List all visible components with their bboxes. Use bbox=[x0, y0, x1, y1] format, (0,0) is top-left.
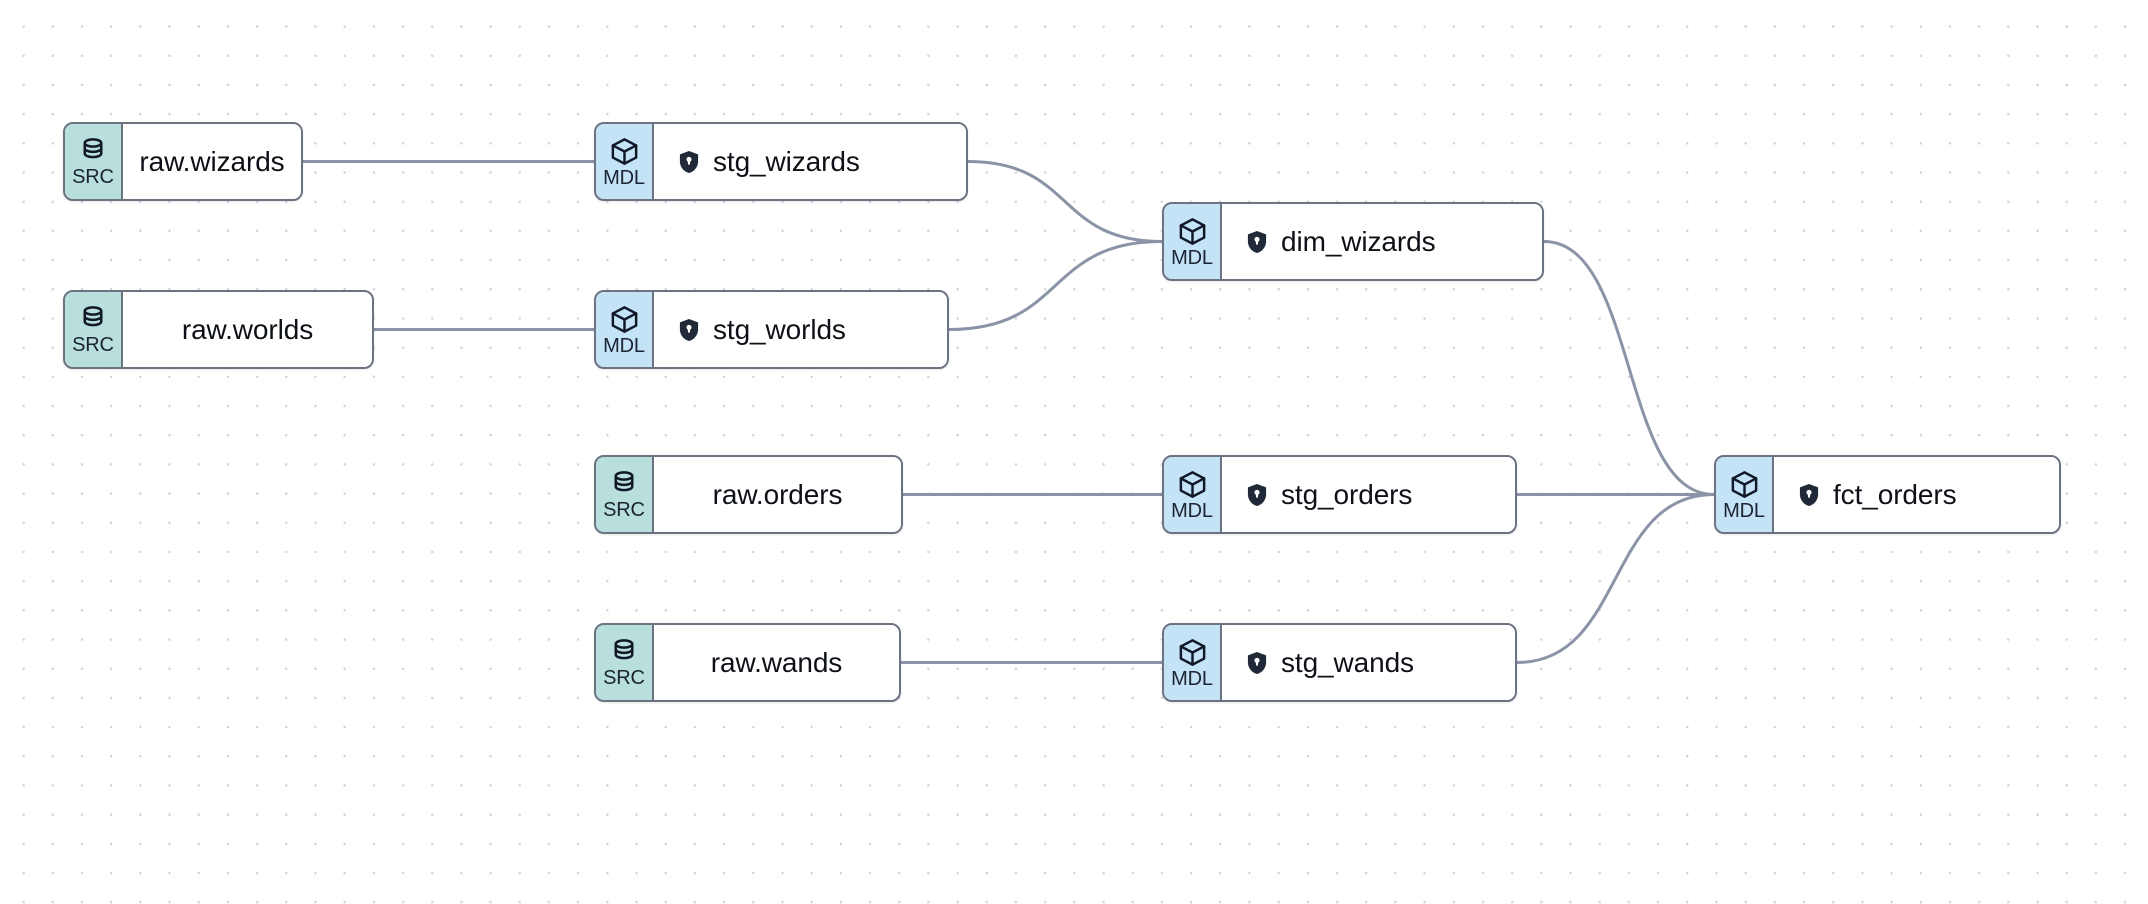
node-label: raw.wizards bbox=[139, 145, 285, 177]
node-type-badge: MDL bbox=[596, 292, 654, 367]
node-label: stg_worlds bbox=[713, 313, 846, 345]
lineage-node-stg_wizards[interactable]: MDL stg_wizards bbox=[594, 122, 968, 201]
lineage-edge-stg_worlds-to-dim_wizards bbox=[947, 240, 1164, 331]
shield-lock-icon bbox=[676, 317, 702, 343]
node-label: raw.orders bbox=[712, 478, 843, 510]
node-label: raw.wands bbox=[710, 646, 843, 678]
node-type-badge: SRC bbox=[596, 457, 654, 532]
lineage-node-stg_worlds[interactable]: MDL stg_worlds bbox=[594, 290, 949, 369]
node-body: fct_orders bbox=[1774, 457, 2059, 532]
shield-lock-icon bbox=[1244, 650, 1270, 676]
node-type-label: SRC bbox=[72, 334, 114, 356]
cube-icon bbox=[1177, 469, 1208, 500]
shield-lock-icon bbox=[1244, 229, 1270, 255]
node-type-label: MDL bbox=[603, 166, 645, 189]
node-type-badge: MDL bbox=[1164, 204, 1222, 279]
node-body: dim_wizards bbox=[1222, 204, 1542, 279]
node-type-label: MDL bbox=[1171, 499, 1213, 522]
node-type-label: SRC bbox=[72, 166, 114, 188]
shield-lock-icon bbox=[1796, 482, 1822, 508]
shield-lock-icon bbox=[1244, 482, 1270, 508]
node-label: raw.worlds bbox=[181, 313, 314, 345]
node-body: raw.wands bbox=[654, 625, 899, 700]
lineage-node-raw_wands[interactable]: SRC raw.wands bbox=[594, 623, 901, 702]
node-type-label: SRC bbox=[603, 499, 645, 521]
node-type-label: SRC bbox=[603, 667, 645, 689]
lineage-node-stg_wands[interactable]: MDL stg_wands bbox=[1162, 623, 1517, 702]
node-type-label: MDL bbox=[1171, 246, 1213, 269]
lineage-node-raw_wizards[interactable]: SRC raw.wizards bbox=[63, 122, 303, 201]
cube-icon bbox=[1729, 469, 1760, 500]
cube-icon bbox=[1177, 637, 1208, 668]
node-body: raw.wizards bbox=[123, 124, 301, 199]
shield-lock-icon bbox=[676, 149, 702, 175]
database-icon bbox=[78, 304, 108, 334]
node-label: stg_orders bbox=[1281, 478, 1413, 510]
lineage-node-raw_orders[interactable]: SRC raw.orders bbox=[594, 455, 903, 534]
node-type-label: MDL bbox=[603, 334, 645, 357]
node-label: dim_wizards bbox=[1281, 225, 1436, 257]
node-type-badge: MDL bbox=[1164, 457, 1222, 532]
cube-icon bbox=[609, 304, 640, 335]
lineage-node-stg_orders[interactable]: MDL stg_orders bbox=[1162, 455, 1517, 534]
lineage-edge-stg_wands-to-fct_orders bbox=[1515, 493, 1716, 664]
node-body: raw.orders bbox=[654, 457, 901, 532]
node-type-badge: SRC bbox=[596, 625, 654, 700]
lineage-edge-stg_wizards-to-dim_wizards bbox=[966, 160, 1164, 243]
node-type-badge: SRC bbox=[65, 292, 123, 367]
database-icon bbox=[78, 136, 108, 166]
node-body: raw.worlds bbox=[123, 292, 372, 367]
node-type-label: MDL bbox=[1171, 667, 1213, 690]
lineage-edge-dim_wizards-to-fct_orders bbox=[1542, 240, 1716, 496]
node-type-badge: MDL bbox=[1716, 457, 1774, 532]
lineage-node-dim_wizards[interactable]: MDL dim_wizards bbox=[1162, 202, 1544, 281]
cube-icon bbox=[609, 136, 640, 167]
node-label: fct_orders bbox=[1833, 478, 1957, 510]
database-icon bbox=[609, 637, 639, 667]
node-body: stg_wizards bbox=[654, 124, 966, 199]
node-body: stg_wands bbox=[1222, 625, 1515, 700]
node-label: stg_wands bbox=[1281, 646, 1414, 678]
lineage-node-fct_orders[interactable]: MDL fct_orders bbox=[1714, 455, 2061, 534]
node-type-label: MDL bbox=[1723, 499, 1765, 522]
node-type-badge: SRC bbox=[65, 124, 123, 199]
node-body: stg_orders bbox=[1222, 457, 1515, 532]
node-label: stg_wizards bbox=[713, 145, 860, 177]
node-type-badge: MDL bbox=[1164, 625, 1222, 700]
database-icon bbox=[609, 469, 639, 499]
cube-icon bbox=[1177, 216, 1208, 247]
node-type-badge: MDL bbox=[596, 124, 654, 199]
lineage-node-raw_worlds[interactable]: SRC raw.worlds bbox=[63, 290, 374, 369]
node-body: stg_worlds bbox=[654, 292, 947, 367]
